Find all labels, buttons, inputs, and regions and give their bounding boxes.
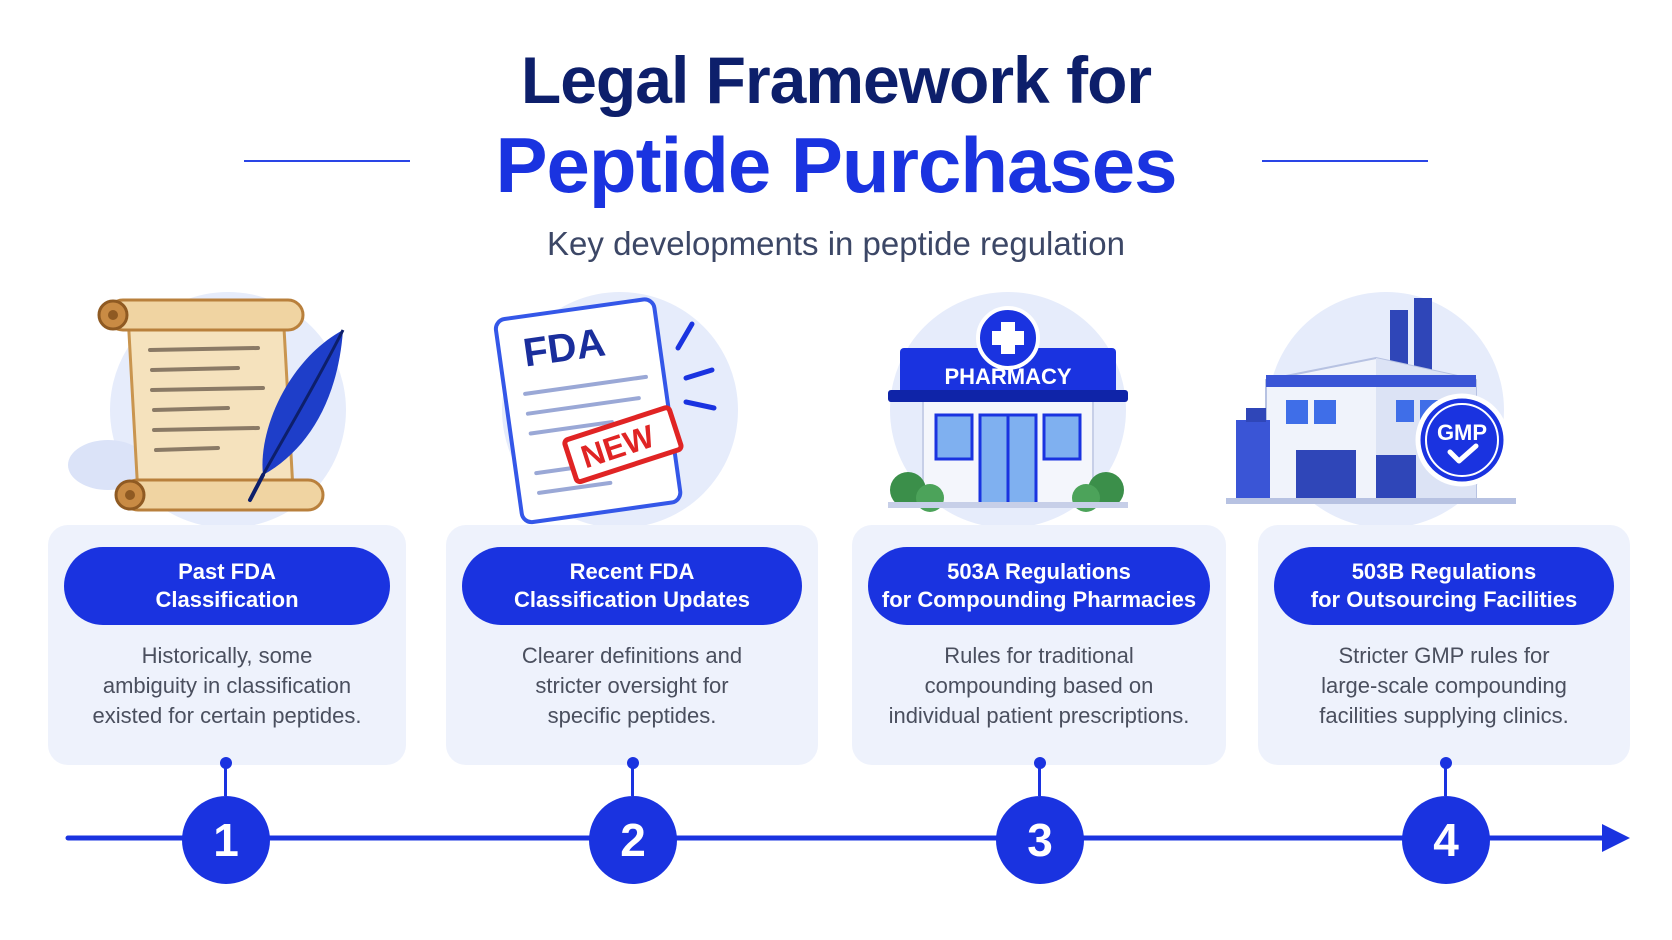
step-description-1: Historically, some ambiguity in classifi… [92, 643, 362, 728]
step-description-2: Clearer definitions and stricter oversig… [521, 643, 743, 728]
step-title-3: 503A Regulations for Compounding Pharmac… [868, 547, 1210, 625]
connector-stem-4 [1444, 762, 1447, 796]
page-title-line2: Peptide Purchases [495, 121, 1178, 209]
scroll-quill-icon [68, 290, 388, 530]
gmp-badge-label: GMP [1437, 420, 1487, 445]
step-number-4: 4 [1402, 796, 1490, 884]
step-title-1: Past FDA Classification [64, 547, 390, 625]
step-card-1: Past FDA Classification Historically, so… [48, 525, 406, 765]
connector-stem-1 [224, 762, 227, 796]
timeline-arrow-icon [1602, 824, 1630, 852]
step-title-4: 503B Regulations for Outsourcing Facilit… [1274, 547, 1614, 625]
step-description-3: Rules for traditional compounding based … [888, 643, 1190, 728]
step-title-2: Recent FDA Classification Updates [462, 547, 802, 625]
pharmacy-building-icon: PHARMACY [848, 290, 1168, 530]
step-number-2: 2 [589, 796, 677, 884]
connector-stem-2 [631, 762, 634, 796]
page-title-line1: Legal Framework for [520, 43, 1152, 117]
timeline-line [65, 824, 1630, 852]
step-card-3: 503A Regulations for Compounding Pharmac… [852, 525, 1226, 765]
connector-stem-3 [1038, 762, 1041, 796]
step-description-4: Stricter GMP rules for large-scale compo… [1319, 643, 1569, 728]
step-number-3: 3 [996, 796, 1084, 884]
step-card-2: Recent FDA Classification Updates Cleare… [446, 525, 818, 765]
fda-document-icon: FDA NEW [460, 290, 780, 530]
step-card-4: 503B Regulations for Outsourcing Facilit… [1258, 525, 1630, 765]
title-divider-right [1262, 160, 1428, 162]
factory-gmp-icon: GMP [1226, 290, 1546, 530]
step-number-1: 1 [182, 796, 270, 884]
title-divider-left [244, 160, 410, 162]
page-subtitle: Key developments in peptide regulation [547, 225, 1125, 262]
